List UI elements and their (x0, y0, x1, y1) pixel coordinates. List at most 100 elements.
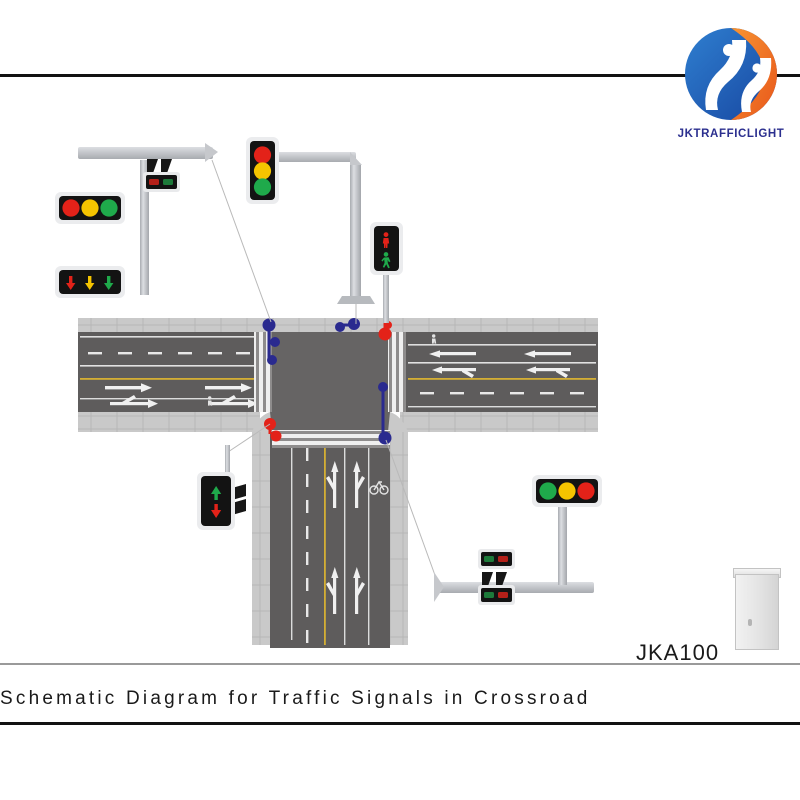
detector-markers (262, 318, 392, 445)
signal-face (201, 476, 231, 526)
green-indicator (163, 179, 173, 185)
visor-left (147, 159, 158, 176)
yellow-lamp (558, 482, 576, 500)
nw-gantry-arm-cap (205, 143, 218, 162)
east-lane-arrow-left-turn (432, 366, 570, 378)
north-pole-base (337, 296, 375, 304)
intersection-box (270, 332, 390, 432)
green-down-arrow (104, 276, 114, 290)
diagram-caption: Schematic Diagram for Traffic Signals in… (0, 688, 591, 709)
caption-bottom-rule (0, 722, 800, 725)
yellow-lamp (81, 199, 99, 217)
visor-left (482, 572, 493, 589)
visor-right (496, 572, 507, 589)
branch-west-sidewalk (252, 430, 272, 645)
green-indicator (484, 556, 494, 562)
signal-face (146, 175, 177, 189)
green-up-arrow (211, 486, 222, 500)
ped-signal-post (383, 268, 389, 323)
nw-horizontal-3-aspect-signal[interactable] (55, 192, 125, 224)
west-lane-arrow-left-straight (110, 395, 258, 408)
green-walking-figure-icon (381, 252, 391, 269)
west-center-yellow-line (80, 378, 258, 380)
green-lamp (539, 482, 557, 500)
green-lamp (253, 178, 272, 196)
leader-nw-gantry (211, 159, 272, 323)
leader-sw-pole (227, 423, 271, 453)
se-gantry-arm-cap (434, 572, 444, 602)
south-road-markings (291, 440, 389, 645)
asphalt-layer (78, 332, 598, 648)
detector-se (378, 382, 392, 445)
southeast-sidewalk (400, 410, 598, 432)
nw-gantry-post (140, 160, 149, 295)
nw-lane-control-arrow-signal[interactable] (55, 266, 125, 298)
east-lane-arrow-straight (429, 350, 571, 358)
nw-gantry-arm (78, 147, 213, 159)
caption-top-rule (0, 663, 800, 665)
branch-road-asphalt (270, 412, 390, 648)
east-pedestrian-road-symbol (432, 334, 437, 344)
south-lane-arrow-lower (326, 567, 365, 614)
southeast-cantilever-gantry[interactable] (434, 475, 602, 605)
cabinet-handle[interactable] (748, 619, 752, 626)
sw-visor-lower (232, 499, 246, 515)
red-lamp (253, 146, 272, 164)
brand-name: JKTRAFFICLIGHT (677, 128, 785, 140)
cabinet-door (735, 574, 779, 650)
red-indicator (498, 592, 508, 598)
north-vertical-3-aspect-signal[interactable] (246, 137, 279, 204)
branch-east-sidewalk (388, 430, 408, 645)
red-lamp (577, 482, 595, 500)
north-pole-arm (272, 152, 356, 162)
red-down-arrow (66, 276, 76, 290)
south-crosswalk (272, 430, 390, 448)
se-lane-control-signal-upper[interactable] (478, 549, 515, 569)
north-pole-elbow (350, 152, 362, 165)
west-pedestrian-road-symbol (208, 396, 213, 406)
red-down-arrow (211, 504, 222, 518)
sw-two-aspect-arrow-signal[interactable] (197, 472, 235, 530)
west-lane-arrow-straight (105, 383, 252, 393)
south-lane-arrow-upper (326, 461, 365, 508)
detector-ne (378, 321, 392, 341)
ground-layer (78, 318, 598, 645)
sw-visor-upper (232, 484, 246, 500)
west-road-markings (80, 336, 260, 408)
se-lane-control-signal-lower[interactable] (478, 572, 515, 605)
top-divider-rule (0, 74, 800, 77)
leader-se-gantry (385, 439, 437, 579)
east-center-yellow-line (408, 378, 596, 380)
north-cantilever-pole[interactable] (246, 137, 403, 323)
north-pole-post (350, 165, 361, 300)
yellow-lamp (253, 162, 272, 180)
se-corner-fillet (388, 412, 408, 432)
bicycle-lane-symbol (369, 480, 389, 495)
northwest-cantilever-gantry[interactable] (55, 143, 218, 298)
traffic-signal-controller-cabinet[interactable] (733, 568, 781, 650)
signal-face (374, 226, 399, 271)
detector-nw (262, 318, 280, 365)
model-number: JKA100 (636, 640, 720, 665)
north-pedestrian-signal[interactable] (370, 222, 403, 323)
east-crosswalk (388, 332, 406, 412)
nw-countdown-lane-signal[interactable] (143, 159, 180, 192)
red-indicator (498, 556, 508, 562)
sw-pole-post (225, 445, 230, 475)
logo-mark (685, 28, 777, 120)
green-indicator (484, 592, 494, 598)
se-gantry-post (558, 505, 567, 585)
southwest-pedestrian-pole[interactable] (197, 445, 246, 530)
se-horizontal-3-aspect-signal[interactable] (532, 475, 602, 507)
red-lamp (62, 199, 80, 217)
southwest-sidewalk (78, 410, 260, 432)
visor-right (161, 159, 172, 176)
signal-face (481, 552, 512, 566)
brand-logo: JKTRAFFICLIGHT (672, 24, 790, 154)
east-road-markings (408, 334, 596, 408)
signal-face (481, 588, 512, 602)
yellow-down-arrow (85, 276, 95, 290)
south-dashed-lane-line (306, 448, 309, 643)
